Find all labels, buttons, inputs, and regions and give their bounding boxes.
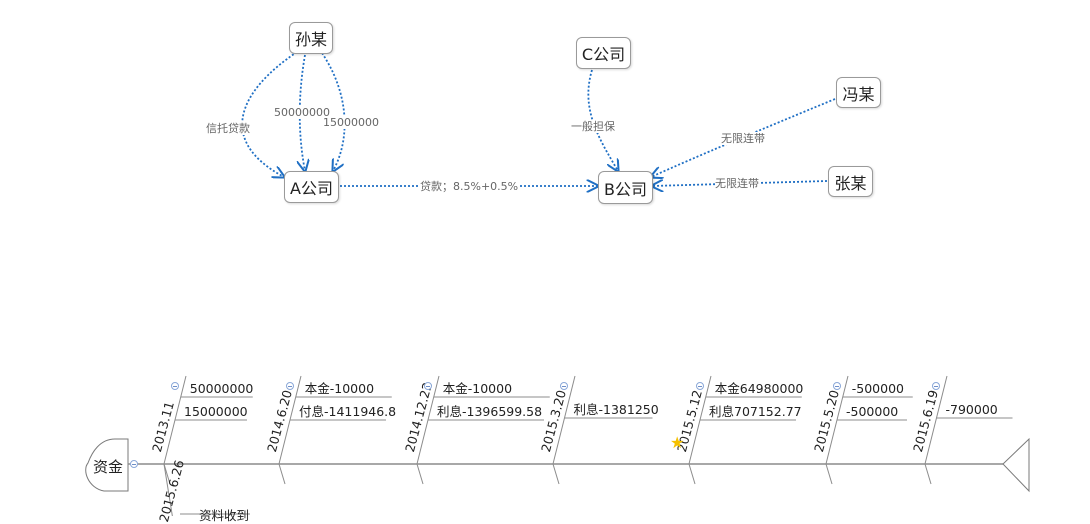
node-a-company[interactable]: A公司 <box>284 171 339 203</box>
label-amount-15000000: 15000000 <box>323 116 379 129</box>
fishbone-item-2-2[interactable]: 付息-1411946.8 <box>299 404 397 419</box>
label-trust-loan: 信托贷款 <box>206 122 250 135</box>
fishbone-branch-tick-3 <box>416 463 424 485</box>
star-marker-icon: ★ <box>670 433 685 452</box>
edge-feng-to-b <box>651 98 836 177</box>
collapse-toggle-6[interactable] <box>833 382 841 390</box>
fishbone-item-3-1[interactable]: 本金-10000 <box>442 381 513 396</box>
node-feng[interactable]: 冯某 <box>836 77 881 108</box>
label-unlimited-joint-feng: 无限连带 <box>721 132 765 145</box>
fishbone-item-1-1[interactable]: 50000000 <box>189 381 254 396</box>
node-zhang[interactable]: 张某 <box>828 166 873 197</box>
label-loan-rate: 贷款；8.5%+0.5% <box>420 180 519 193</box>
label-amount-50000000: 50000000 <box>274 106 330 119</box>
label-unlimited-joint-zhang: 无限连带 <box>715 177 759 190</box>
collapse-toggle-4[interactable] <box>560 382 568 390</box>
fishbone-branch-tick-5 <box>688 463 696 485</box>
fishbone-branch-tick-2 <box>278 463 286 485</box>
fishbone-branch-4 <box>552 375 576 465</box>
fishbone-head-label[interactable]: 资金 <box>93 458 124 476</box>
edge-sun-to-a-amount1 <box>300 54 305 171</box>
fishbone-branch-tick-6 <box>825 463 833 485</box>
fishbone-head-shape <box>85 438 129 492</box>
fishbone-item-7-1[interactable]: -790000 <box>945 402 998 417</box>
fishbone-branch-tick-7 <box>924 463 932 485</box>
edge-c-to-b <box>587 69 618 171</box>
fishbone-item-1-2[interactable]: 15000000 <box>184 404 248 419</box>
fishbone-branch-7 <box>924 375 948 465</box>
collapse-toggle-5[interactable] <box>696 382 704 390</box>
edge-sun-to-a-trust <box>241 51 298 177</box>
collapse-toggle-2[interactable] <box>286 382 294 390</box>
fishbone-item-3-2[interactable]: 利息-1396599.58 <box>437 404 543 419</box>
collapse-toggle-7[interactable] <box>932 382 940 390</box>
collapse-toggle-1[interactable] <box>171 382 179 390</box>
node-c-company[interactable]: C公司 <box>576 37 631 69</box>
edge-sun-to-a-amount2 <box>321 52 346 171</box>
fishbone-item-6-1[interactable]: -500000 <box>851 381 904 396</box>
fishbone-item-2-1[interactable]: 本金-10000 <box>304 381 375 396</box>
node-b-company[interactable]: B公司 <box>598 171 653 204</box>
node-sun[interactable]: 孙某 <box>289 22 333 54</box>
fishbone-branch-tick-4 <box>552 463 560 485</box>
fishbone-item-6-2[interactable]: -500000 <box>846 404 899 419</box>
label-general-guarantee: 一般担保 <box>571 120 615 133</box>
fishbone-tail <box>1002 437 1030 493</box>
fishbone-head-collapse-toggle[interactable] <box>130 460 138 468</box>
collapse-toggle-3[interactable] <box>424 382 432 390</box>
edge-zhang-to-b <box>652 181 828 186</box>
fishbone-item-5-2[interactable]: 利息707152.77 <box>709 404 802 419</box>
fishbone-item-5-1[interactable]: 本金64980000 <box>714 381 804 396</box>
fishbone-item-4-1[interactable]: 利息-1381250 <box>573 402 659 417</box>
fishbone-bottom-branch <box>163 463 173 516</box>
